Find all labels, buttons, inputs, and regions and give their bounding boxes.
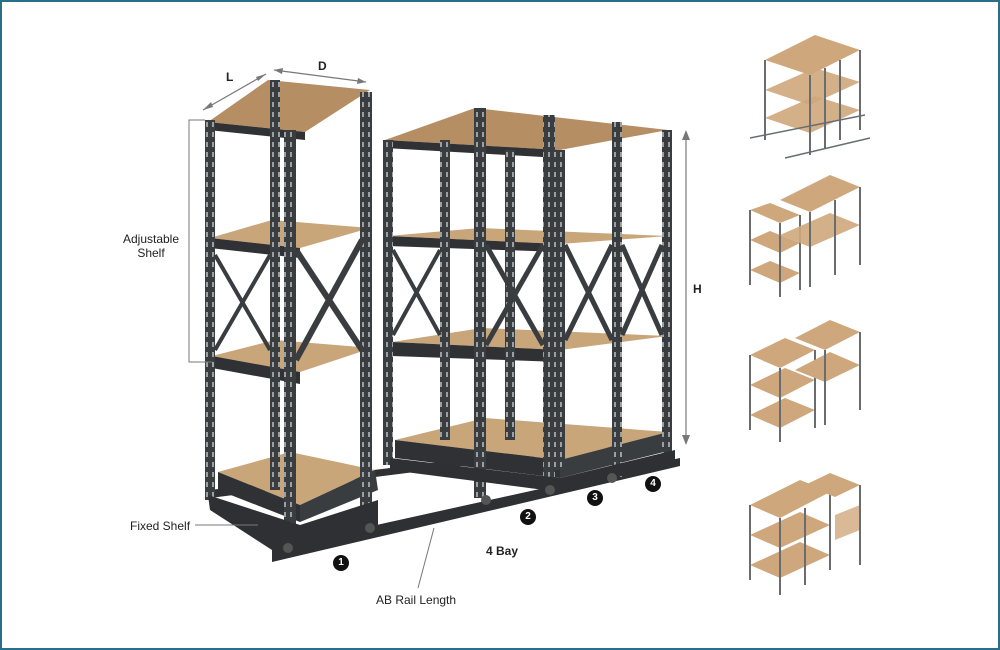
bay-marker-4: 4	[645, 476, 661, 492]
thumbnail-closed	[749, 35, 871, 159]
length-label: L	[226, 70, 234, 84]
single-bay-unit	[205, 80, 378, 553]
adjustable-shelf-label: Adjustable Shelf	[122, 232, 180, 260]
depth-label: D	[318, 59, 327, 73]
dimension-lines	[188, 68, 690, 589]
bay-marker-1: 1	[333, 555, 349, 571]
four-bay-unit	[383, 108, 675, 505]
adjustable-shelf-label-line1: Adjustable	[122, 232, 180, 246]
height-label: H	[693, 282, 702, 296]
thumbnail-configurations	[749, 35, 871, 595]
thumbnail-aisle-2	[749, 320, 861, 442]
bay-marker-3: 3	[587, 490, 603, 506]
bay-marker-2: 2	[520, 509, 536, 525]
bay-count-label: 4 Bay	[486, 544, 519, 558]
thumbnail-aisle-3	[749, 473, 861, 595]
adjustable-shelf-label-line2: Shelf	[137, 246, 165, 260]
fixed-shelf-label: Fixed Shelf	[130, 519, 191, 533]
rail-length-label: AB Rail Length	[376, 593, 457, 607]
thumbnail-aisle-1	[749, 175, 861, 297]
